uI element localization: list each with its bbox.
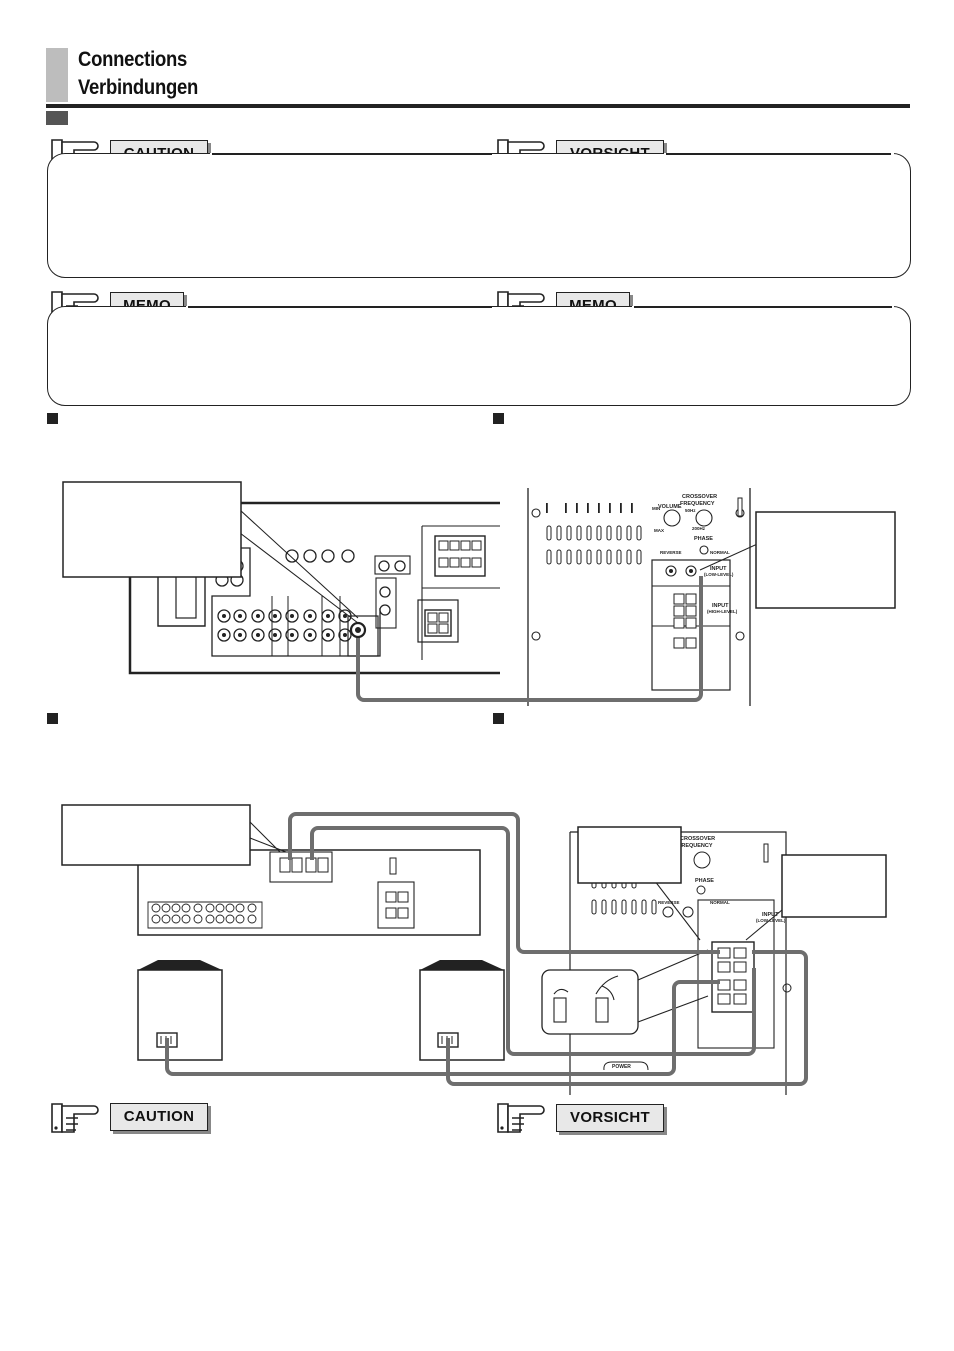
input-low-sub-label-2: (LOW-LEVEL)	[756, 918, 786, 923]
normal-label-2: NORMAL	[710, 900, 730, 905]
page-title-en: Connections	[78, 48, 188, 71]
phase-label: PHASE	[694, 536, 713, 542]
max-label: MAX	[654, 528, 664, 533]
title-bar-decoration	[46, 48, 68, 102]
high-level-connection-diagram: VOLUME CROSSOVER FREQUENCY PHASE REVERSE…	[61, 804, 887, 1095]
section-marker	[46, 111, 68, 125]
power-label: POWER	[612, 1064, 631, 1070]
reverse-label-2: REVERSE	[658, 900, 680, 905]
section-bullet	[47, 713, 58, 724]
section-bullet	[493, 413, 504, 424]
reverse-label: REVERSE	[660, 550, 682, 555]
pointing-hand-icon	[497, 1103, 545, 1133]
low-level-connection-diagram: VOLUME MIN MAX CROSSOVER FREQUENCY 50Hz …	[62, 481, 896, 706]
input-high-label: INPUT	[712, 603, 729, 609]
input-low-label-2: INPUT	[762, 912, 779, 918]
crossover-label-2: CROSSOVER	[680, 836, 715, 842]
speaker-cables	[165, 812, 808, 1086]
caution-box	[47, 153, 911, 278]
normal-label: NORMAL	[710, 550, 730, 555]
frequency-label-2: FREQUENCY	[678, 843, 713, 849]
crossover-label: CROSSOVER	[682, 494, 717, 500]
page-title: Connections Verbindungen	[78, 46, 198, 102]
hz-low-label: 50Hz	[685, 508, 696, 513]
hz-high-label: 200Hz	[692, 526, 706, 531]
low-level-cable	[356, 576, 703, 702]
memo-box	[47, 306, 911, 406]
section-bullet	[493, 713, 504, 724]
pointing-hand-icon	[51, 1103, 99, 1133]
min-label: MIN	[652, 506, 660, 511]
section-bullet	[47, 413, 58, 424]
input-high-sub-label: (HIGH-LEVEL)	[707, 609, 738, 614]
input-low-label: INPUT	[710, 566, 727, 572]
title-rule	[46, 104, 910, 108]
phase-label-2: PHASE	[695, 878, 714, 884]
volume-label: VOLUME	[658, 504, 682, 510]
input-low-sub-label: (LOW-LEVEL)	[704, 572, 734, 577]
frequency-label: FREQUENCY	[680, 501, 715, 507]
caution-label-bottom: CAUTION	[110, 1103, 208, 1131]
page-title-de: Verbindungen	[78, 76, 199, 99]
vorsicht-label-bottom: VORSICHT	[556, 1104, 664, 1132]
